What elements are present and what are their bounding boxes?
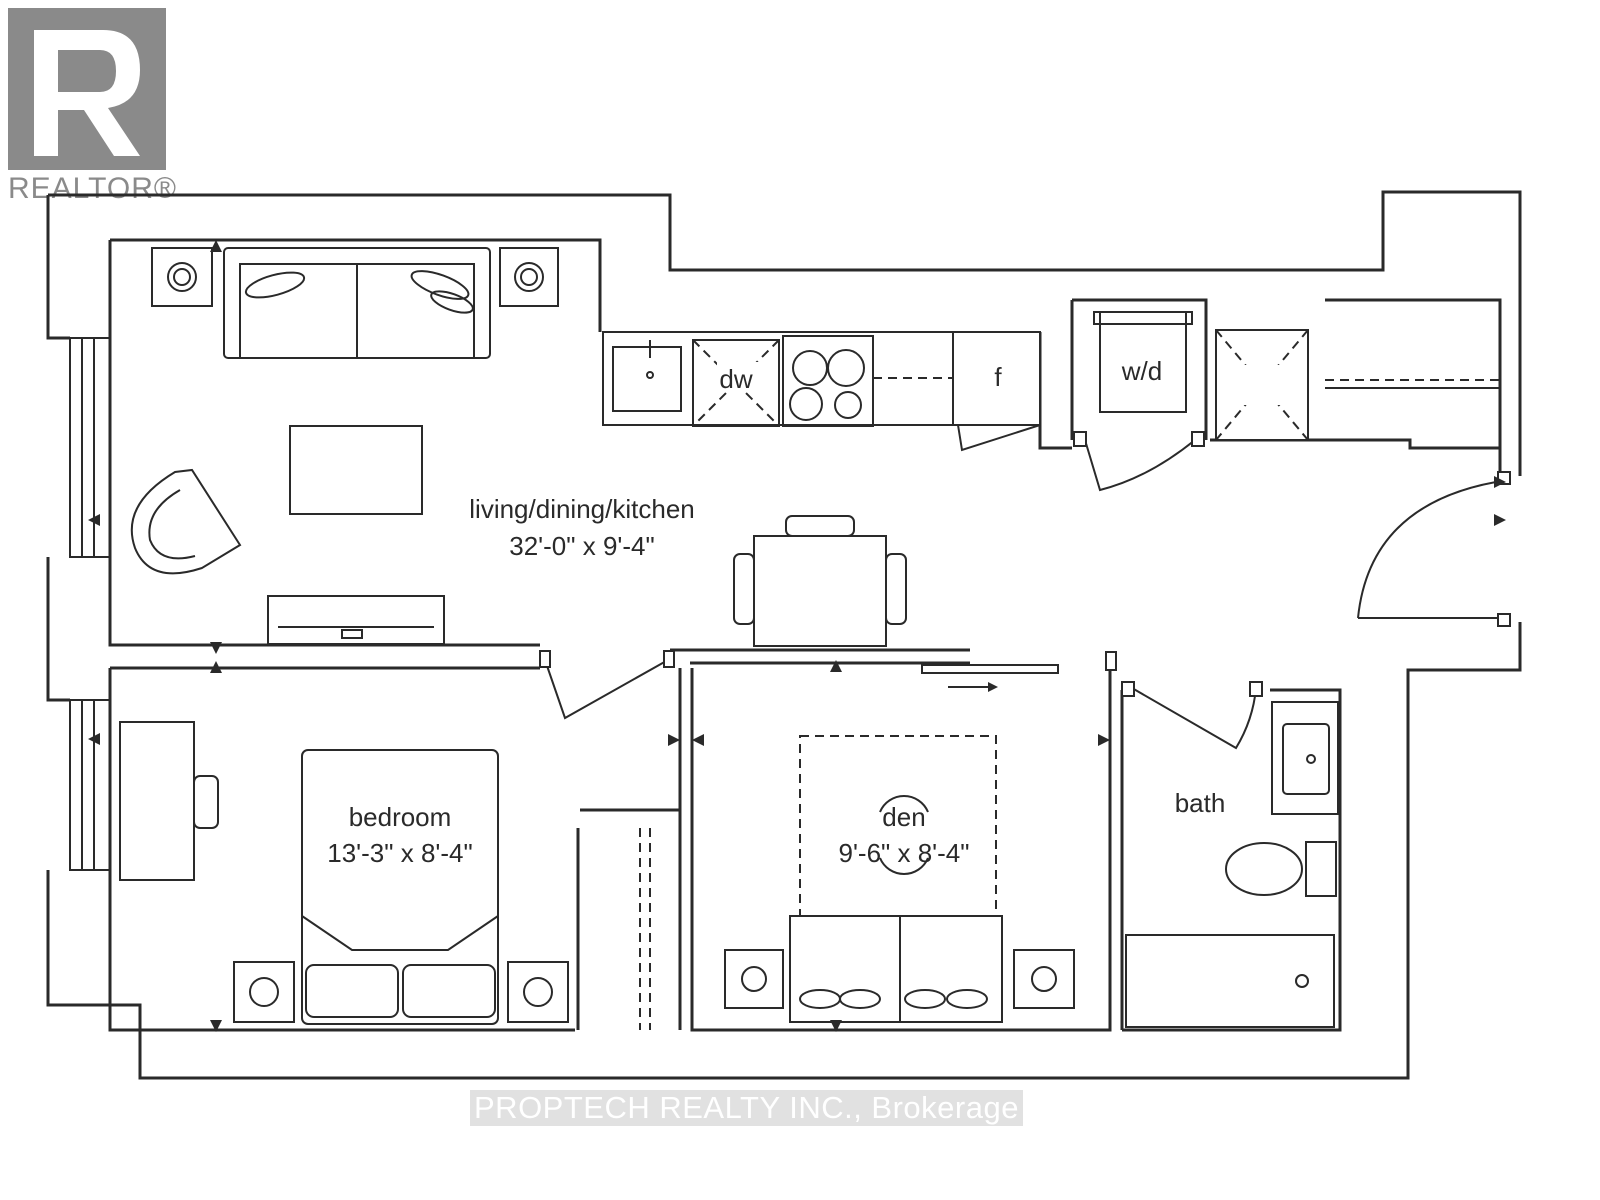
sofa-living bbox=[223, 247, 491, 359]
kitchen-counter bbox=[602, 331, 954, 427]
fridge bbox=[952, 331, 1041, 452]
bedroom-desk bbox=[119, 721, 219, 881]
armchair bbox=[130, 468, 242, 575]
bathtub bbox=[1125, 934, 1335, 1028]
nightstand-left bbox=[233, 961, 295, 1023]
den-side-table-right bbox=[1013, 949, 1075, 1009]
realtor-wordmark: REALTOR® bbox=[8, 172, 178, 205]
bath-vanity bbox=[1271, 701, 1339, 815]
bath-door bbox=[1131, 687, 1257, 750]
dishwasher-label: dw bbox=[719, 364, 752, 394]
realtor-r-icon bbox=[34, 30, 140, 156]
toilet bbox=[1225, 841, 1337, 897]
bedroom-dims: 13'-3" x 8'-4" bbox=[327, 838, 472, 868]
living-room-name: living/dining/kitchen bbox=[469, 494, 694, 524]
den-sliding-door bbox=[921, 664, 1059, 692]
bath-name: bath bbox=[1175, 788, 1226, 818]
tv-unit bbox=[267, 595, 445, 645]
bedroom-closet bbox=[639, 828, 651, 1030]
bed bbox=[301, 749, 499, 1025]
window-living bbox=[69, 337, 111, 558]
outer-walls bbox=[46, 190, 1522, 1080]
den-arc-bottom bbox=[879, 857, 929, 875]
brokerage-watermark: PROPTECH REALTY INC., Brokerage bbox=[470, 1090, 1023, 1126]
nightstand-right bbox=[507, 961, 569, 1023]
washer-dryer bbox=[1084, 311, 1196, 492]
realtor-logo-mark bbox=[8, 8, 166, 170]
dimension-arrows bbox=[88, 240, 1506, 1032]
fridge-label: f bbox=[994, 362, 1002, 392]
den-name: den bbox=[882, 802, 925, 832]
door-jambs bbox=[539, 431, 1263, 697]
window-bedroom bbox=[69, 699, 111, 871]
bedroom-door bbox=[544, 659, 669, 720]
coffee-table bbox=[289, 425, 423, 515]
dining-table bbox=[733, 515, 907, 647]
den-dims: 9'-6" x 8'-4" bbox=[839, 838, 970, 868]
den-sofa bbox=[789, 915, 1003, 1023]
side-table-left bbox=[151, 247, 213, 307]
washer-dryer-label: w/d bbox=[1121, 356, 1162, 386]
side-table-right bbox=[499, 247, 559, 307]
living-room-dims: 32'-0" x 9'-4" bbox=[509, 531, 654, 561]
den-side-table-left bbox=[724, 949, 784, 1009]
bedroom-name: bedroom bbox=[349, 802, 452, 832]
storage-closet bbox=[1215, 329, 1500, 441]
entry-door bbox=[1357, 471, 1511, 627]
den-arc bbox=[879, 795, 929, 813]
